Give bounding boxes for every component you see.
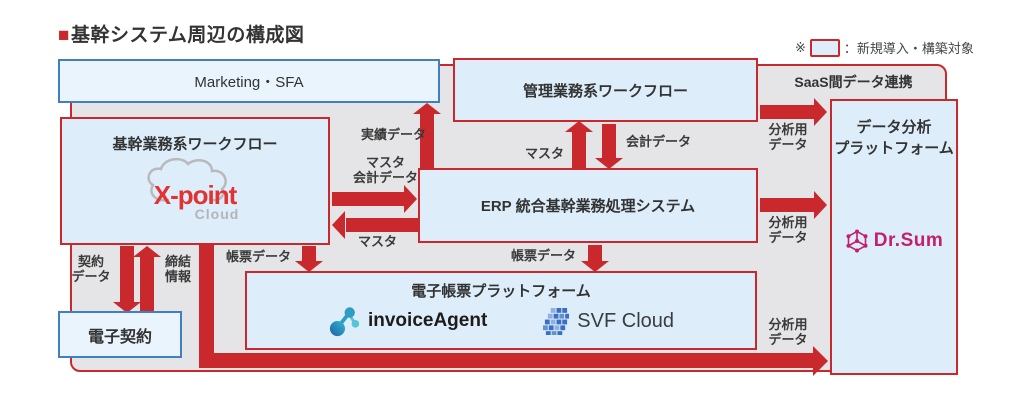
arrow-jisseki-shaft bbox=[420, 113, 434, 170]
arrow-bunseki3-horizontal-shaft bbox=[199, 353, 815, 368]
arrow-masta-left-shaft bbox=[346, 218, 418, 232]
title-square-marker: ■ bbox=[58, 25, 70, 46]
legend-prefix: ※ bbox=[795, 39, 806, 55]
node-erp-label: ERP 統合基幹業務処理システム bbox=[480, 198, 696, 215]
xpoint-logo-text: X-point bbox=[153, 180, 238, 210]
flow-label-chohyo1: 帳票データ bbox=[226, 249, 292, 264]
page-title: ■基幹システム周辺の構成図 bbox=[58, 20, 304, 47]
svf-cloud-text: SVF Cloud bbox=[577, 309, 675, 332]
svf-cloud-logo: SVF Cloud bbox=[543, 307, 675, 335]
flow-label-masta-up: マスタ bbox=[524, 146, 564, 161]
edoc-logos: invoiceAgent SVF Cloud bbox=[328, 304, 674, 338]
arrow-kaikei-head bbox=[595, 158, 623, 169]
arrow-keiyaku-shaft bbox=[120, 246, 134, 304]
arrow-keiyaku-head bbox=[113, 302, 141, 313]
flow-label-chohyo2: 帳票データ bbox=[511, 248, 577, 263]
arrow-bunseki1-head bbox=[814, 98, 827, 126]
flow-label-kaikei: 会計データ bbox=[626, 134, 692, 149]
arrow-masta-kaikei-head bbox=[404, 185, 417, 213]
arrow-bunseki3-vertical-shaft bbox=[199, 245, 214, 367]
node-e-contract: 電子契約 bbox=[58, 311, 182, 358]
flow-label-bunseki3: 分析用 データ bbox=[768, 317, 808, 347]
svf-cloud-icon bbox=[543, 307, 570, 335]
arrow-teiketsu-shaft bbox=[140, 257, 154, 312]
arrow-chohyo1-head bbox=[295, 261, 323, 272]
drsum-text: Dr.Sum bbox=[873, 230, 944, 251]
node-edoc-platform: 電子帳票プラットフォーム invoiceAgent bbox=[245, 271, 757, 350]
arrow-jisseki-head bbox=[413, 103, 441, 114]
arrow-bunseki2-shaft bbox=[760, 198, 816, 212]
legend-new-item-swatch bbox=[809, 38, 840, 57]
arrow-chohyo2-head bbox=[581, 261, 609, 272]
arrow-masta-up-head bbox=[565, 121, 593, 132]
node-marketing-sfa-label: Marketing・SFA bbox=[194, 73, 304, 91]
arrow-bunseki2-head bbox=[814, 191, 827, 219]
arrow-masta-kaikei-shaft bbox=[332, 192, 406, 206]
arrow-kaikei-shaft bbox=[602, 124, 616, 160]
arrow-teiketsu-head bbox=[133, 246, 161, 257]
xpoint-cloud-text: Cloud bbox=[194, 206, 240, 222]
flow-label-keiyaku: 契約 データ bbox=[71, 254, 111, 284]
xpoint-cloud-outline-icon bbox=[147, 157, 227, 202]
node-admin-workflow: 管理業務系ワークフロー bbox=[453, 58, 758, 122]
saas-data-link-label: SaaS間データ連携 bbox=[794, 74, 913, 90]
node-admin-workflow-label: 管理業務系ワークフロー bbox=[522, 82, 688, 100]
arrow-chohyo2-shaft bbox=[588, 245, 602, 263]
title-text: 基幹システム周辺の構成図 bbox=[70, 25, 305, 46]
node-core-workflow: 基幹業務系ワークフロー X-point Cloud bbox=[60, 117, 330, 245]
node-analytics-platform: データ分析 プラットフォーム Dr.Sum bbox=[830, 99, 958, 375]
invoice-agent-text: invoiceAgent bbox=[367, 310, 488, 331]
node-core-workflow-label: 基幹業務系ワークフロー bbox=[112, 136, 278, 153]
flow-label-bunseki2: 分析用 データ bbox=[768, 215, 808, 245]
arrow-masta-left-head bbox=[332, 211, 345, 239]
arrow-bunseki3-head bbox=[813, 346, 828, 376]
arrow-bunseki1-shaft bbox=[760, 105, 816, 119]
drsum-icon bbox=[846, 229, 868, 253]
node-erp: ERP 統合基幹業務処理システム bbox=[418, 168, 758, 243]
invoice-agent-icon bbox=[329, 307, 360, 337]
flow-label-teiketsu: 締結 情報 bbox=[164, 254, 191, 284]
legend-suffix: ：新規導入・構築対象 bbox=[843, 41, 974, 56]
flow-label-jisseki: 実績データ bbox=[360, 127, 426, 142]
node-e-contract-label: 電子契約 bbox=[87, 328, 152, 346]
drsum-logo: Dr.Sum bbox=[845, 229, 944, 253]
legend: ※ ：新規導入・構築対象 bbox=[795, 38, 974, 57]
flow-label-masta-left: マスタ bbox=[358, 234, 398, 249]
node-marketing-sfa: Marketing・SFA bbox=[58, 59, 440, 103]
arrow-masta-up-shaft bbox=[572, 131, 586, 170]
xpoint-cloud-logo: X-point Cloud bbox=[130, 156, 260, 228]
flow-label-bunseki1: 分析用 データ bbox=[768, 122, 808, 152]
invoice-agent-logo: invoiceAgent bbox=[328, 304, 487, 338]
node-edoc-platform-label: 電子帳票プラットフォーム bbox=[411, 283, 591, 300]
arrow-chohyo1-shaft bbox=[302, 246, 316, 263]
flow-label-masta-kaikei: マスタ 会計データ bbox=[352, 155, 418, 185]
node-analytics-label: データ分析 プラットフォーム bbox=[834, 119, 954, 157]
